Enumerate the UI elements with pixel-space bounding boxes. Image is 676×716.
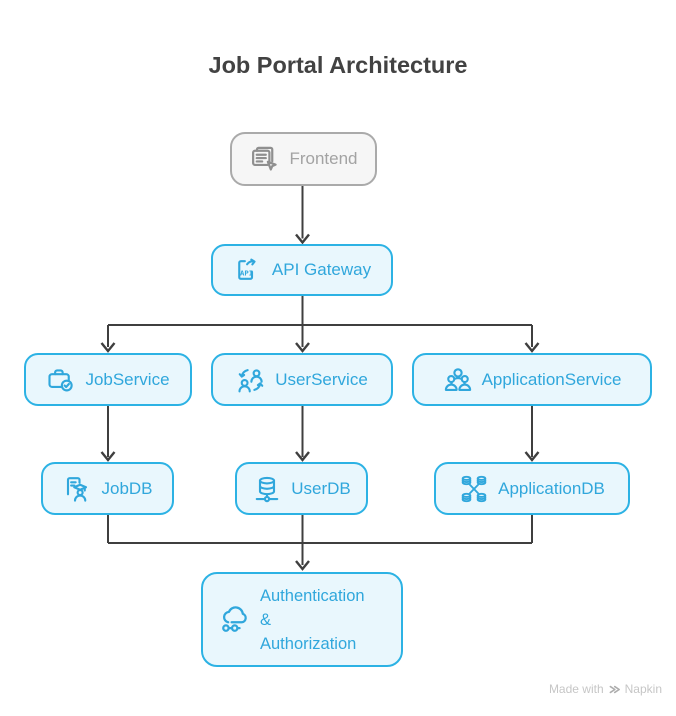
users-swap-icon — [236, 365, 266, 395]
edge-userservice-userdb — [295, 406, 310, 462]
node-label-job-db: JobDB — [101, 478, 153, 498]
node-label-auth: Authentication & Authorization — [260, 586, 365, 653]
resume-graduate-icon — [62, 474, 92, 504]
database-network-icon — [252, 474, 282, 504]
browser-window-cursor-icon — [249, 144, 280, 175]
distributed-database-icon — [459, 474, 489, 504]
node-api-gateway: API API Gateway — [211, 244, 393, 296]
edge-applicationservice-applicationdb — [524, 406, 540, 462]
node-label-user-db: UserDB — [291, 478, 351, 498]
watermark-brand: Napkin — [624, 682, 662, 696]
node-job-db: JobDB — [41, 462, 174, 515]
cloud-connection-icon — [218, 603, 252, 637]
node-application-db: ApplicationDB — [434, 462, 630, 515]
node-label-application-service: ApplicationService — [481, 369, 622, 389]
edge-frontend-apigateway — [295, 186, 310, 245]
api-icon-text: API — [240, 269, 253, 278]
node-label-application-db: ApplicationDB — [498, 478, 605, 498]
node-user-db: UserDB — [235, 462, 368, 515]
napkin-logo-icon — [608, 683, 621, 696]
node-label-user-service: UserService — [275, 369, 368, 389]
node-auth: Authentication & Authorization — [201, 572, 403, 667]
node-label-job-service: JobService — [85, 369, 170, 389]
watermark: Made with Napkin — [549, 682, 662, 696]
node-label-frontend: Frontend — [289, 149, 358, 168]
diagram-title: Job Portal Architecture — [208, 52, 468, 78]
edge-dbs-auth — [107, 515, 533, 571]
people-group-icon — [443, 365, 473, 395]
api-document-icon: API — [233, 255, 263, 285]
edge-jobservice-jobdb — [100, 406, 116, 462]
node-user-service: UserService — [211, 353, 393, 406]
node-frontend: Frontend — [230, 132, 377, 186]
node-job-service: JobService — [24, 353, 192, 406]
node-label-api-gateway: API Gateway — [271, 260, 372, 279]
node-application-service: ApplicationService — [412, 353, 652, 406]
edge-apigateway-services — [100, 296, 540, 353]
watermark-prefix: Made with — [548, 682, 604, 696]
briefcase-check-icon — [46, 365, 76, 395]
